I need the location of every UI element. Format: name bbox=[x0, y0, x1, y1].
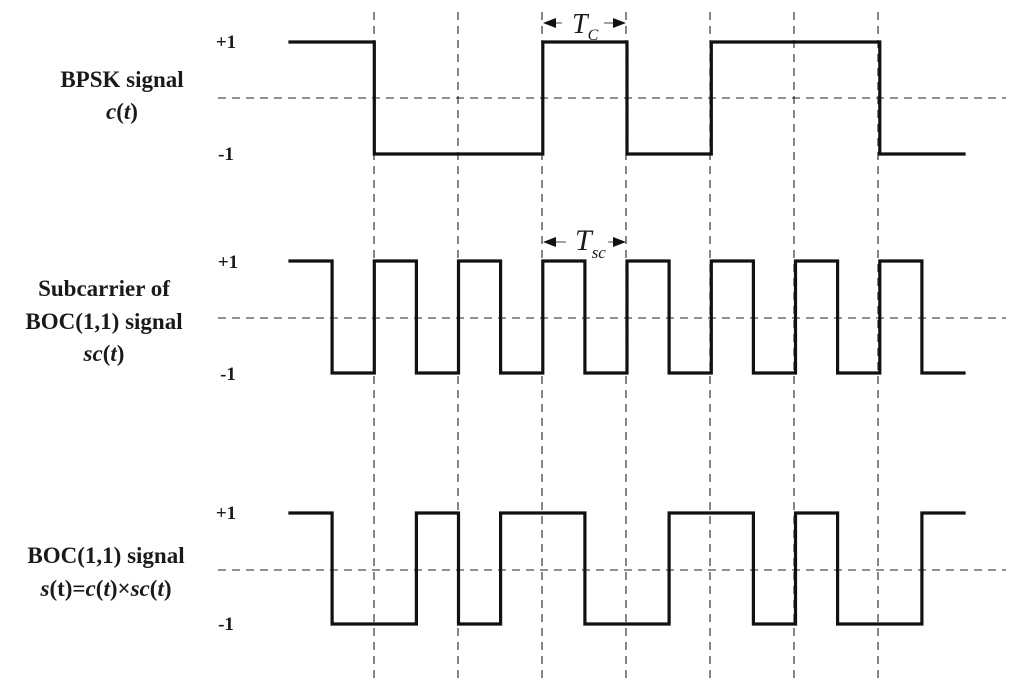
panel-subcarrier: Subcarrier of BOC(1,1) signal sc(t) +1 -… bbox=[25, 252, 1006, 385]
tc-symbol: TC bbox=[572, 9, 599, 44]
level-high-label: +1 bbox=[218, 252, 238, 273]
tc-arrow-right-icon bbox=[613, 18, 626, 28]
subcarrier-waveform bbox=[288, 259, 966, 375]
level-high-label: +1 bbox=[216, 32, 236, 53]
signal-expression: sc(t) bbox=[83, 341, 125, 366]
level-low-label: -1 bbox=[218, 614, 234, 635]
bpsk-waveform bbox=[288, 40, 966, 156]
panel-title-line: BOC(1,1) signal bbox=[25, 309, 182, 334]
panel-title-line: Subcarrier of bbox=[38, 276, 170, 301]
tsc-symbol: Tsc bbox=[575, 224, 606, 262]
tsc-arrow-right-icon bbox=[613, 237, 626, 247]
tsc-period-annotation: Tsc bbox=[543, 224, 626, 262]
panel-boc: BOC(1,1) signal s(t)=c(t)×sc(t) +1 -1 bbox=[27, 503, 1006, 635]
signal-expression: c(t) bbox=[106, 99, 138, 124]
tc-period-annotation: TC bbox=[543, 9, 626, 44]
signal-expression: s(t)=c(t)×sc(t) bbox=[40, 576, 172, 601]
tsc-arrow-left-icon bbox=[543, 237, 556, 247]
panel-bpsk: BPSK signal c(t) +1 -1 bbox=[60, 32, 1006, 165]
boc-waveform bbox=[288, 511, 966, 626]
panel-title-line: BOC(1,1) signal bbox=[27, 543, 184, 568]
level-high-label: +1 bbox=[216, 503, 236, 524]
level-low-label: -1 bbox=[218, 144, 234, 165]
panel-title-line: BPSK signal bbox=[60, 67, 183, 92]
level-low-label: -1 bbox=[220, 364, 236, 385]
tc-arrow-left-icon bbox=[543, 18, 556, 28]
